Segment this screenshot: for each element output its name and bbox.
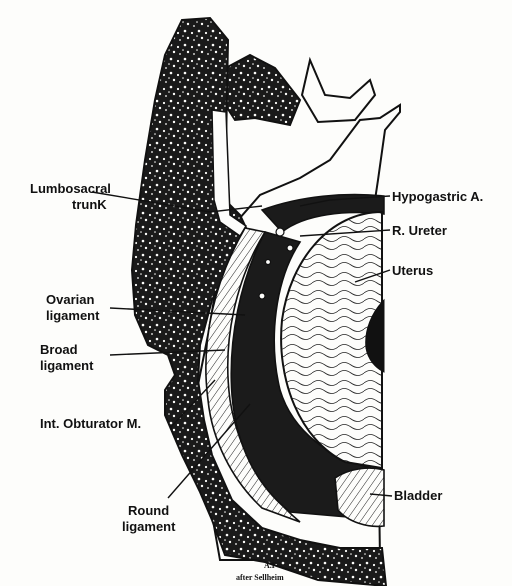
signature-initials: A.F — [264, 561, 277, 570]
label-bladder: Bladder — [394, 488, 442, 503]
label-lumbosacral-line2: trunK — [72, 197, 107, 212]
label-uterus: Uterus — [392, 263, 433, 278]
label-ovarian-line1: Ovarian — [46, 292, 94, 307]
label-broad-line2: ligament — [40, 358, 94, 373]
label-ureter: R. Ureter — [392, 223, 447, 238]
label-broad-line1: Broad — [40, 342, 78, 357]
signature-credit: after Sellheim — [236, 573, 284, 582]
label-hypogastric: Hypogastric A. — [392, 189, 483, 204]
upper-vessel-mass — [222, 55, 300, 125]
small-vessel — [287, 245, 293, 251]
small-vessel — [259, 293, 265, 299]
label-ovarian-line2: ligament — [46, 308, 100, 323]
label-lumbosacral-line1: Lumbosacral — [30, 181, 111, 196]
label-round-line1: Round — [128, 503, 169, 518]
label-obturator: Int. Obturator M. — [40, 416, 141, 431]
label-round-line2: ligament — [122, 519, 176, 534]
upper-tubular-structure — [302, 60, 375, 122]
ureter-cross-section — [276, 228, 284, 236]
small-vessel — [266, 260, 271, 265]
